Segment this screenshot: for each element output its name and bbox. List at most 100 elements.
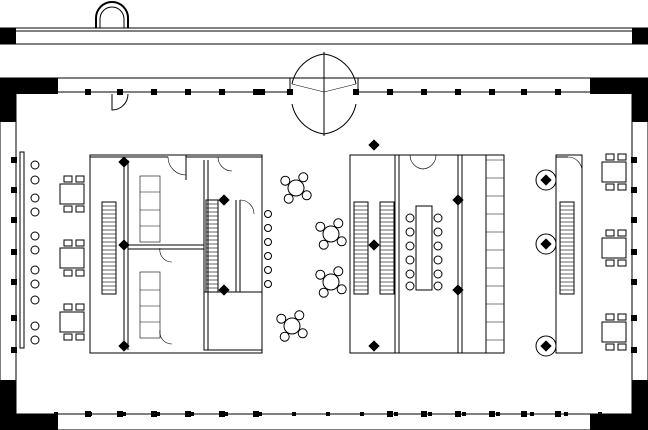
column-icon: [631, 249, 637, 255]
chair-icon: [315, 221, 326, 232]
chair-icon: [433, 213, 443, 223]
column-icon: [11, 157, 17, 163]
column-icon: [455, 411, 461, 417]
column-icon: [185, 411, 191, 417]
banquet-chairs: [405, 213, 443, 291]
stool-icon: [30, 175, 40, 185]
table: [59, 311, 85, 333]
left-table-groups: [59, 175, 85, 341]
stool-icon: [30, 160, 40, 170]
chair-icon: [301, 190, 312, 201]
column-icon: [122, 412, 126, 416]
chair-icon: [75, 269, 85, 277]
entry-doors: [291, 52, 357, 136]
arch-element: [95, 1, 129, 28]
column-icon: [117, 411, 123, 417]
staircase: [205, 199, 219, 293]
chair-icon: [280, 175, 291, 186]
stool-icon: [30, 245, 40, 255]
light-icon: [264, 210, 272, 218]
round-table: [322, 273, 340, 291]
column-icon: [88, 412, 92, 416]
column-icon: [287, 89, 293, 95]
column-icon: [54, 412, 58, 416]
marker-diamond-icon: [368, 239, 380, 251]
chair-icon: [605, 229, 615, 237]
stool-icon: [30, 265, 40, 275]
stool-icon: [30, 335, 40, 345]
light-icon: [264, 224, 272, 232]
chair-icon: [405, 241, 415, 251]
chair-icon: [617, 183, 627, 191]
column-icon: [258, 412, 262, 416]
column-icon: [598, 412, 602, 416]
wall-columns: [11, 89, 637, 417]
column-icon: [190, 412, 194, 416]
chair-icon: [63, 175, 73, 183]
chair-icon: [318, 239, 329, 250]
chair-icon: [336, 284, 347, 295]
chair-icon: [433, 241, 443, 251]
light-icon: [264, 266, 272, 274]
table: [601, 321, 627, 343]
marker-diamond-icon: [368, 139, 380, 151]
column-icon: [11, 347, 17, 353]
column-icon: [253, 411, 259, 417]
chair-icon: [433, 281, 443, 291]
chair-icon: [318, 287, 329, 298]
lamp-icons: [535, 169, 557, 357]
column-icon: [387, 411, 393, 417]
chair-icon: [405, 255, 415, 265]
column-icon: [387, 89, 393, 95]
round-table: [283, 317, 301, 335]
column-icon: [564, 412, 568, 416]
chair-icon: [405, 227, 415, 237]
chair-icon: [405, 269, 415, 279]
chair-icon: [336, 236, 347, 247]
wall-lights: [264, 210, 272, 288]
column-icon: [11, 279, 17, 285]
round-table: [287, 179, 305, 197]
lamp-icon: [535, 169, 557, 191]
column-icon: [521, 89, 527, 95]
column-icon: [219, 89, 225, 95]
chair-icon: [405, 281, 415, 291]
chair-icon: [617, 259, 627, 267]
chair-icon: [405, 213, 415, 223]
chair-icon: [605, 259, 615, 267]
marker-diamond-icon: [368, 340, 380, 352]
stool-icon: [30, 231, 40, 241]
light-icon: [264, 280, 272, 288]
chair-icon: [75, 205, 85, 213]
chair-icon: [617, 343, 627, 351]
column-icon: [292, 412, 296, 416]
column-icon: [151, 411, 157, 417]
chair-icon: [605, 313, 615, 321]
chair-icon: [617, 153, 627, 161]
stool-icon: [30, 279, 40, 289]
column-icon: [353, 89, 359, 95]
left-bench: [19, 151, 25, 349]
chair-icon: [63, 269, 73, 277]
chair-icon: [63, 205, 73, 213]
column-icon: [489, 89, 495, 95]
chair-icon: [63, 239, 73, 247]
round-table-groups: [276, 172, 347, 342]
column-icon: [11, 249, 17, 255]
column-icon: [631, 187, 637, 193]
column-icon: [219, 411, 225, 417]
column-icon: [85, 89, 91, 95]
column-icon: [530, 412, 534, 416]
light-icon: [264, 252, 272, 260]
marker-diamond-icon: [218, 284, 230, 296]
table: [59, 183, 85, 205]
lamp-icon: [535, 335, 557, 357]
column-icon: [421, 89, 427, 95]
chair-icon: [279, 331, 290, 342]
stool-icon: [30, 295, 40, 305]
column-icon: [326, 412, 330, 416]
chair-icon: [75, 303, 85, 311]
chair-icon: [433, 269, 443, 279]
chair-icon: [605, 183, 615, 191]
chair-icon: [294, 310, 305, 321]
